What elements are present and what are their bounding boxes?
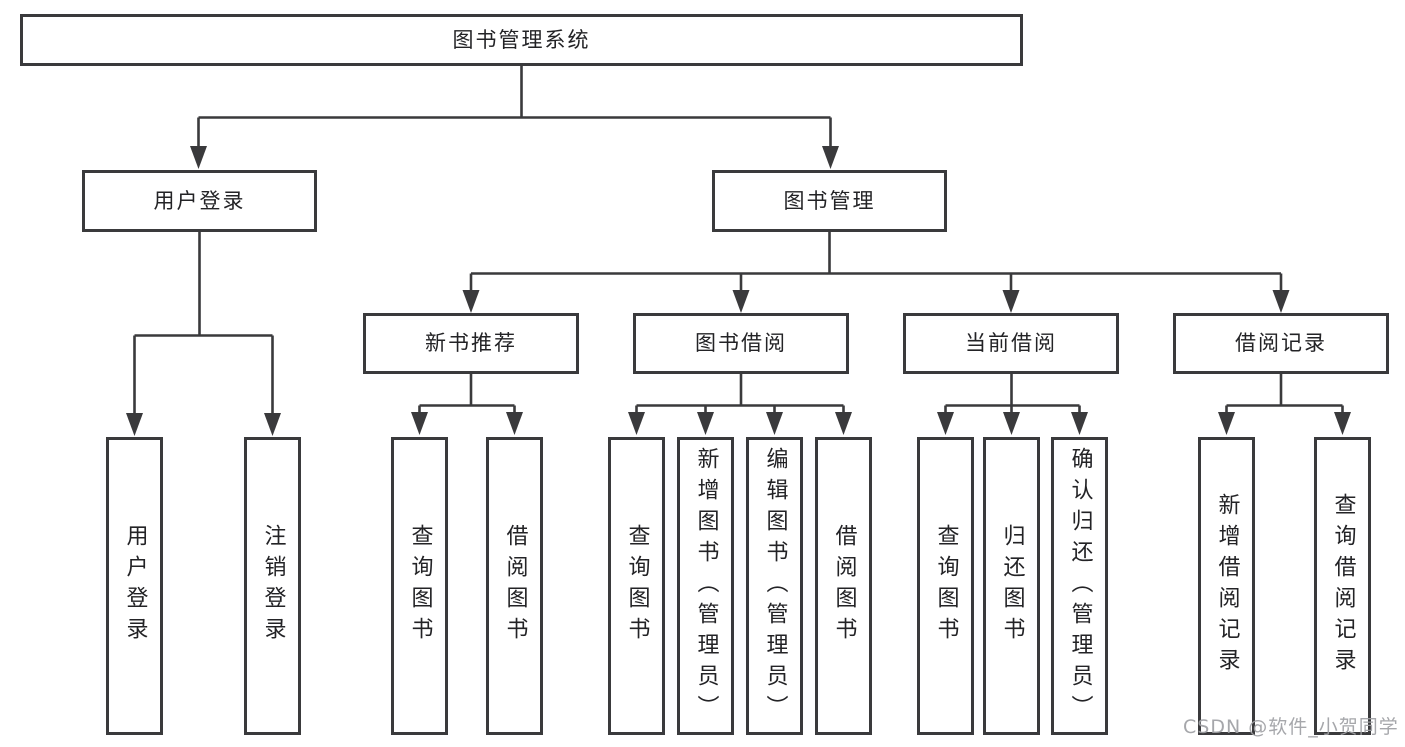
leaf-label: 查询借阅记录 — [1330, 493, 1356, 679]
leaf-label: 新增借阅记录 — [1214, 493, 1240, 679]
connector-user-login — [126, 232, 281, 436]
connector-root — [190, 66, 839, 169]
leaf-current-borrow-1: 查询图书 — [917, 437, 974, 735]
node-new-book: 新书推荐 — [363, 313, 579, 374]
leaf-new-book-2: 借阅图书 — [486, 437, 543, 735]
connector-new-book — [411, 374, 523, 435]
connector-current-borrow — [937, 374, 1088, 435]
leaf-borrow-record-1: 新增借阅记录 — [1198, 437, 1255, 735]
leaf-label: 编辑图书（管理员） — [762, 446, 788, 726]
connector-book-mgmt — [462, 232, 1290, 313]
leaf-book-borrow-1: 查询图书 — [608, 437, 665, 735]
connector-book-borrow — [628, 374, 852, 435]
leaf-label: 查询图书 — [407, 524, 433, 648]
leaf-user-login-2: 注销登录 — [244, 437, 301, 735]
leaf-label: 借阅图书 — [502, 524, 528, 648]
leaf-label: 用户登录 — [122, 524, 148, 648]
leaf-label: 借阅图书 — [831, 524, 857, 648]
leaf-book-borrow-2: 新增图书（管理员） — [677, 437, 734, 735]
leaf-label: 归还图书 — [999, 524, 1025, 648]
leaf-label: 注销登录 — [260, 524, 286, 648]
node-borrow-record: 借阅记录 — [1173, 313, 1389, 374]
node-book-mgmt: 图书管理 — [712, 170, 947, 232]
leaf-label: 新增图书（管理员） — [693, 446, 719, 726]
connector-borrow-record — [1218, 374, 1351, 435]
watermark: CSDN @软件_小贺同学 — [1183, 716, 1399, 738]
leaf-current-borrow-3: 确认归还（管理员） — [1051, 437, 1108, 735]
leaf-new-book-1: 查询图书 — [391, 437, 448, 735]
node-user-login: 用户登录 — [82, 170, 317, 232]
node-current-borrow: 当前借阅 — [903, 313, 1119, 374]
leaf-book-borrow-4: 借阅图书 — [815, 437, 872, 735]
leaf-borrow-record-2: 查询借阅记录 — [1314, 437, 1371, 735]
leaf-label: 查询图书 — [933, 524, 959, 648]
leaf-book-borrow-3: 编辑图书（管理员） — [746, 437, 803, 735]
node-system-root: 图书管理系统 — [20, 14, 1023, 66]
leaf-user-login-1: 用户登录 — [106, 437, 163, 735]
node-book-borrow: 图书借阅 — [633, 313, 849, 374]
leaf-current-borrow-2: 归还图书 — [983, 437, 1040, 735]
leaf-label: 查询图书 — [624, 524, 650, 648]
leaf-label: 确认归还（管理员） — [1067, 446, 1093, 726]
